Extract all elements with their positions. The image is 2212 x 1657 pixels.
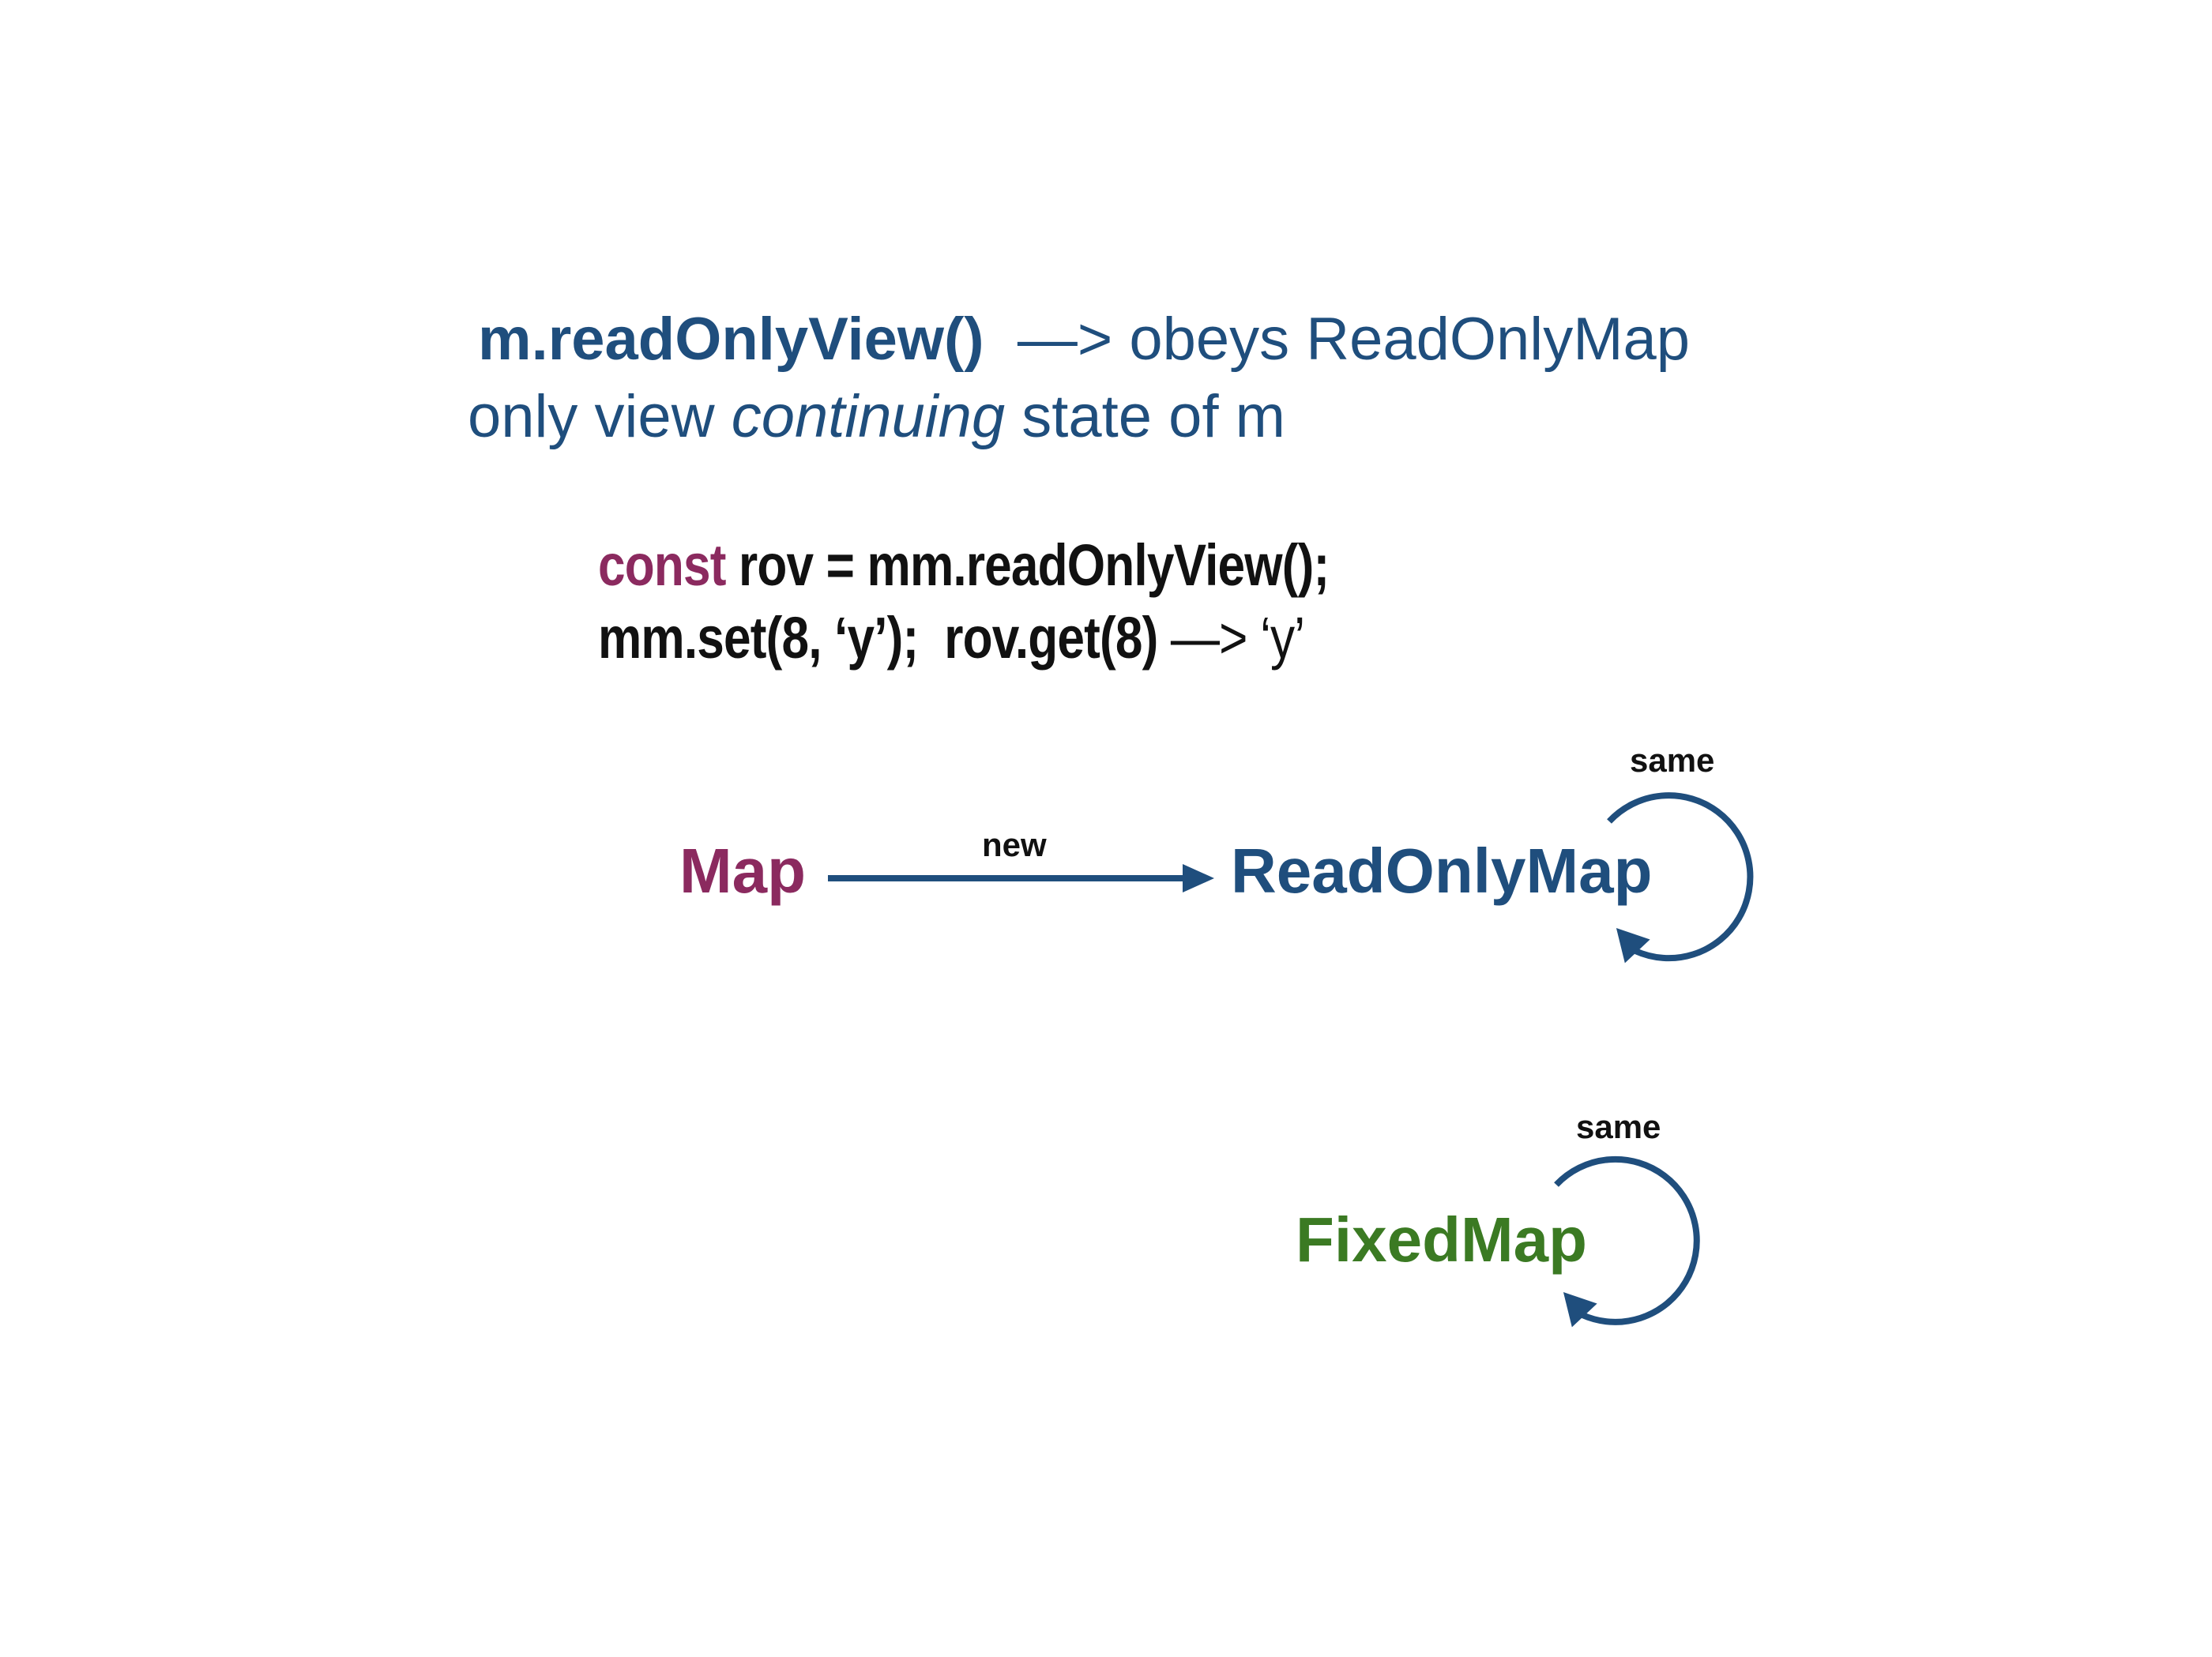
headline-line2-emphasis: continuing: [731, 383, 1006, 450]
code-line-2: mm.set(8, ‘y’); rov.get(8) —> ‘y’: [598, 603, 1305, 674]
edge-label-new: new: [982, 826, 1047, 863]
self-loop-readonly: [1607, 792, 1754, 964]
self-loop-fixed: [1554, 1155, 1700, 1328]
headline-line2-before: only view: [468, 383, 732, 450]
headline-line2-after: state of m: [1005, 383, 1285, 450]
code-line1-rest: rov = mm.readOnlyView();: [725, 532, 1330, 598]
code-line2-result: —> ‘y’: [1170, 605, 1305, 671]
code-line-1: const rov = mm.readOnlyView();: [598, 530, 1330, 601]
edge-label-readonly-same: same: [1630, 742, 1715, 779]
headline-line-1: m.readOnlyView() —> obeys ReadOnlyMap: [478, 304, 1690, 375]
headline-line-2: only view continuing state of m: [468, 381, 1285, 453]
code-line2-statements: mm.set(8, ‘y’); rov.get(8): [598, 605, 1171, 671]
edge-label-fixed-same: same: [1576, 1108, 1661, 1145]
code-keyword: const: [598, 532, 726, 598]
headline-method: m.readOnlyView(): [478, 306, 984, 373]
node-readonly-map: ReadOnlyMap: [1231, 836, 1653, 906]
node-map: Map: [679, 836, 806, 906]
node-fixed-map: FixedMap: [1296, 1204, 1587, 1275]
headline-description: —> obeys ReadOnlyMap: [984, 306, 1691, 373]
arrow-map-to-readonly: [828, 864, 1214, 892]
